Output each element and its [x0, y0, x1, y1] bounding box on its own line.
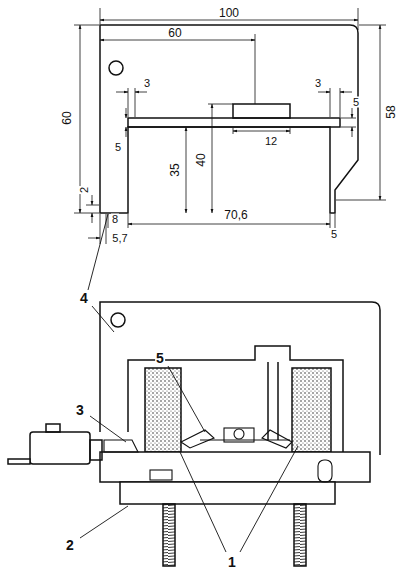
dimension-label: 3 — [143, 78, 151, 89]
dimension-label: 35 — [169, 162, 181, 177]
dimension-label: 8 — [111, 214, 119, 225]
callout-number: 4 — [79, 291, 89, 305]
dimension-label: 58 — [385, 104, 397, 119]
callout-number: 5 — [155, 351, 165, 365]
bracket-blank — [100, 25, 358, 213]
dimension-label: 3 — [314, 78, 322, 89]
dimension-label: 5 — [114, 142, 122, 153]
relay-assembly — [8, 302, 380, 566]
dimension-label: 5 — [352, 97, 360, 108]
dimension-label: 5,7 — [111, 233, 128, 244]
callout-number: 3 — [75, 403, 85, 417]
dimension-label: 60 — [61, 110, 73, 125]
leader-lines — [80, 214, 298, 552]
dimension-label: 40 — [195, 152, 207, 167]
callout-number: 1 — [227, 555, 237, 569]
dimension-label: 12 — [264, 136, 278, 147]
dimension-lines — [74, 8, 386, 244]
dimension-label: 60 — [167, 27, 182, 39]
dimension-label: 2 — [79, 186, 90, 194]
dimension-label: 100 — [218, 7, 240, 19]
callout-number: 2 — [65, 538, 75, 552]
dimension-label: 70,6 — [223, 209, 248, 221]
dimension-label: 5 — [330, 229, 338, 240]
